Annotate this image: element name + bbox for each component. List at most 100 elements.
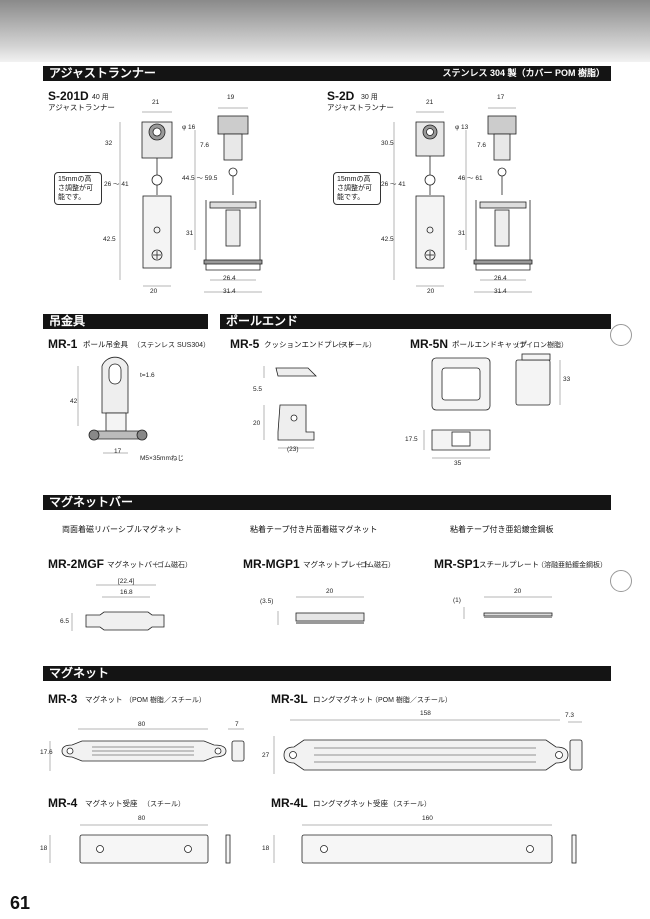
- model-mr5n: MR-5N: [410, 337, 448, 351]
- header-gradient: [0, 0, 650, 62]
- name-mrmgp1: マグネットプレート: [303, 560, 371, 569]
- name-mr5n: ポールエンドキャップ: [452, 340, 527, 349]
- drawing-mrsp1: [463, 596, 553, 619]
- dim-s2d-top-w: 21: [426, 99, 434, 106]
- dim-mrsp1-h: (1): [453, 597, 461, 604]
- section-bar-magnet-bar: マグネットバー: [43, 495, 611, 510]
- use-s2d: 30 用: [361, 94, 378, 101]
- drawing-mr5n: [423, 353, 561, 459]
- spec-mr3: （POM 樹脂／スチール）: [125, 697, 206, 704]
- name-mr2mgf: マグネットバー: [107, 560, 160, 569]
- dim-s2d-h-fr: 31: [458, 230, 466, 237]
- model-mr4l: MR-4L: [271, 796, 308, 810]
- dim-s201d-side-w: 19: [227, 94, 235, 101]
- section-title: ポールエンド: [226, 314, 299, 328]
- model-mr2mgf: MR-2MGF: [48, 557, 104, 571]
- drawing-s201d: [119, 107, 263, 293]
- page-number: 61: [10, 893, 31, 913]
- use-s201d: 40 用: [92, 94, 109, 101]
- spec-mr1: （ステンレス SUS304）: [133, 342, 211, 349]
- dim-mr5n-h1: 33: [563, 376, 571, 383]
- name-mrsp1: スチールプレート: [479, 560, 539, 569]
- model-mrsp1: MR-SP1: [434, 557, 480, 571]
- name-mr3l: ロングマグネット: [313, 695, 373, 704]
- spec-mr5n: （ナイロン樹脂）: [512, 342, 568, 349]
- binder-hole-bottom: [610, 570, 632, 592]
- model-s201d: S-201D: [48, 89, 89, 103]
- drawing-mrmgp1: [277, 596, 365, 625]
- heading-mrmgp1: 粘着テープ付き片面着磁マグネット: [250, 525, 378, 534]
- dim-mrsp1-w: 20: [514, 588, 522, 595]
- section-bar-magnet: マグネット: [43, 666, 611, 681]
- name-mr1: ポール吊金具: [83, 340, 128, 349]
- dim-mr4-w: 80: [138, 815, 146, 822]
- model-mrmgp1: MR-MGP1: [243, 557, 300, 571]
- spec-mr4: （スチール）: [143, 801, 185, 808]
- section-title: マグネット: [49, 666, 110, 680]
- dim-mrmgp1-h: (3.5): [260, 598, 274, 605]
- dim-mr2mgf-h: 6.5: [60, 618, 70, 625]
- drawing-mr3l: [273, 719, 583, 774]
- dim-s201d-h-top: 32: [105, 140, 113, 147]
- spec-mr5: （スチール）: [334, 342, 376, 349]
- dim-mr5n-w: 35: [454, 460, 462, 467]
- drawing-mr3: [49, 728, 245, 771]
- spec-mrmgp1: （ゴム磁石）: [353, 562, 395, 569]
- dim-mr1-w: 17: [114, 448, 122, 455]
- name-s201d: アジャストランナー: [48, 103, 115, 112]
- spec-mr3l: （POM 樹脂／スチール）: [371, 697, 452, 704]
- dim-mr3l-h: 27: [262, 752, 270, 759]
- dim-s2d-off: 7.6: [477, 142, 487, 149]
- dim-mr5-h2: 20: [253, 420, 261, 427]
- name-mr4: マグネット受座: [85, 799, 138, 808]
- dim-mr4l-w: 160: [422, 815, 433, 822]
- dim-s2d-w-bot: 20: [427, 288, 435, 295]
- dim-s201d-range: 44.5 ～ 59.5: [182, 175, 218, 182]
- model-mr3l: MR-3L: [271, 692, 308, 706]
- drawing-mr4: [49, 824, 231, 864]
- dim-s201d-w-out: 31.4: [223, 288, 236, 295]
- dim-s2d-phi: φ 13: [455, 124, 469, 131]
- dim-s201d-top-w: 21: [152, 99, 160, 106]
- section-material: ステンレス 304 製（カバー POM 樹脂）: [442, 68, 605, 78]
- dim-s201d-h-bot: 42.5: [103, 236, 116, 243]
- section-bar-adjuster: アジャストランナー ステンレス 304 製（カバー POM 樹脂）: [43, 66, 611, 81]
- name-mr3: マグネット: [85, 695, 123, 704]
- drawing-mr4l: [273, 824, 577, 864]
- dim-mr3l-t: 7.3: [565, 712, 575, 719]
- dim-mr3-w: 80: [138, 721, 146, 728]
- model-mr4: MR-4: [48, 796, 78, 810]
- dim-s201d-phi: φ 16: [182, 124, 196, 131]
- section-title: 吊金具: [49, 314, 86, 328]
- section-title: マグネットバー: [49, 495, 134, 509]
- note-s201d: 15mmの高さ調整が可能です。: [54, 172, 102, 205]
- dim-s2d-side-w: 17: [497, 94, 505, 101]
- dim-mr1-h: 42: [70, 398, 78, 405]
- dim-mr5-w: (23): [287, 446, 299, 453]
- model-mr3: MR-3: [48, 692, 78, 706]
- drawing-mr1: [77, 356, 148, 454]
- note-s2d: 15mmの高さ調整が可能です。: [333, 172, 381, 205]
- dim-s2d-w-out: 31.4: [494, 288, 507, 295]
- dim-mr4l-h: 18: [262, 845, 270, 852]
- dim-mr4-h: 18: [40, 845, 48, 852]
- drawing-s2d: [393, 107, 533, 293]
- dim-s201d-adj: 26 ～ 41: [104, 181, 129, 188]
- name-mr5: クッションエンドプレート: [264, 340, 354, 349]
- model-mr5: MR-5: [230, 337, 260, 351]
- section-bar-pole-end: ポールエンド: [220, 314, 611, 329]
- model-s2d: S-2D: [327, 89, 355, 103]
- drawing-mr2mgf: [71, 584, 165, 631]
- section-bar-hanger: 吊金具: [43, 314, 208, 329]
- name-mr4l: ロングマグネット受座: [313, 799, 388, 808]
- dim-mr5n-h2: 17.5: [405, 436, 418, 443]
- dim-s2d-adj: 26 ～ 41: [381, 181, 406, 188]
- dim-s2d-range: 46 ～ 61: [458, 175, 483, 182]
- name-s2d: アジャストランナー: [327, 103, 394, 112]
- dim-mr3l-w: 158: [420, 710, 431, 717]
- section-title: アジャストランナー: [49, 66, 156, 80]
- dim-mr2mgf-w2: 16.8: [120, 589, 133, 596]
- dim-s2d-h-top: 30.5: [381, 140, 394, 147]
- dim-mr1-screw: M5×35mmねじ: [140, 455, 184, 462]
- model-mr1: MR-1: [48, 337, 78, 351]
